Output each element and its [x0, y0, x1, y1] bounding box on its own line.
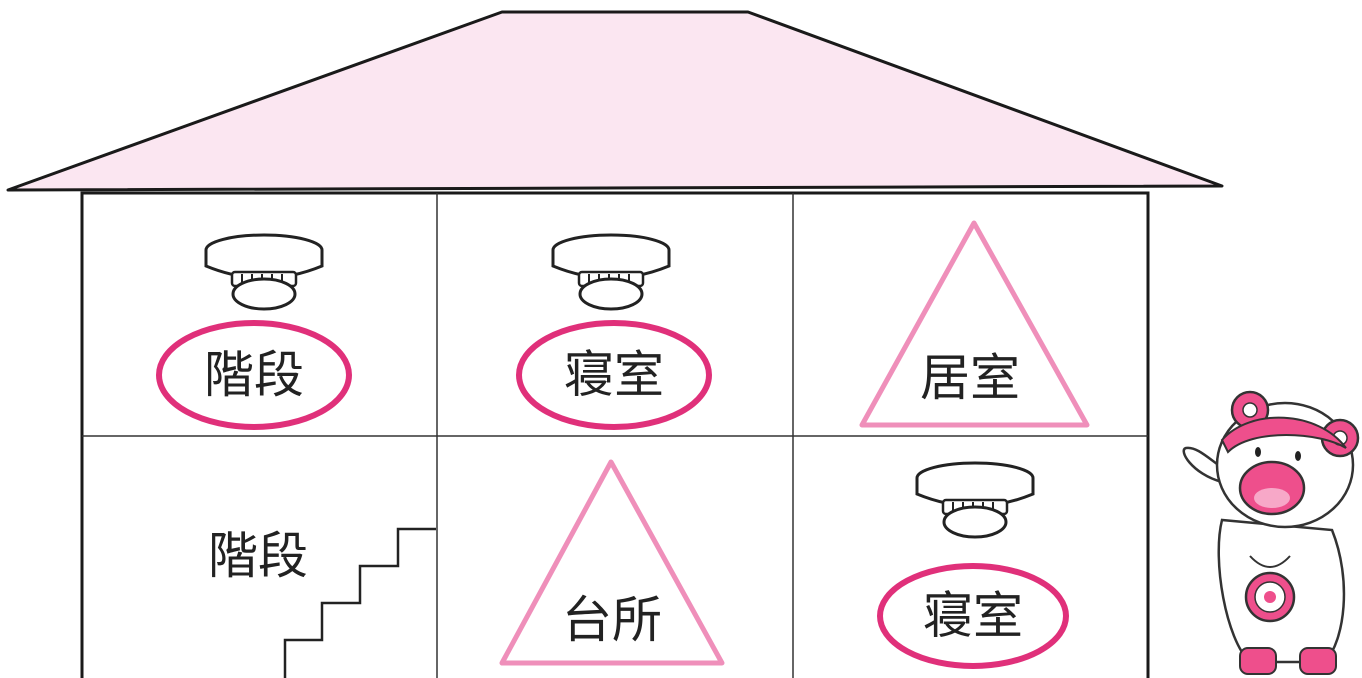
triangle-marker [859, 220, 1090, 428]
house-walls [80, 191, 1150, 678]
triangle-marker [499, 459, 725, 666]
smoke-detector-icon [204, 233, 324, 311]
smoke-detector-icon [551, 233, 671, 311]
room-label-lower-middle: 台所 [562, 591, 662, 649]
circle-marker [877, 563, 1069, 669]
staircase-icon [283, 527, 436, 678]
smoke-detector-icon [915, 461, 1035, 539]
mascot-character [1182, 390, 1360, 675]
room-label-upper-right: 居室 [920, 349, 1020, 407]
roof [6, 10, 1224, 192]
room-label-lower-left: 階段 [208, 527, 308, 585]
room-label-lower-right: 寝室 [923, 587, 1023, 645]
room-label-upper-middle: 寝室 [564, 346, 664, 404]
room-label-upper-left: 階段 [204, 346, 304, 404]
circle-marker [156, 320, 352, 430]
circle-marker [516, 320, 712, 430]
